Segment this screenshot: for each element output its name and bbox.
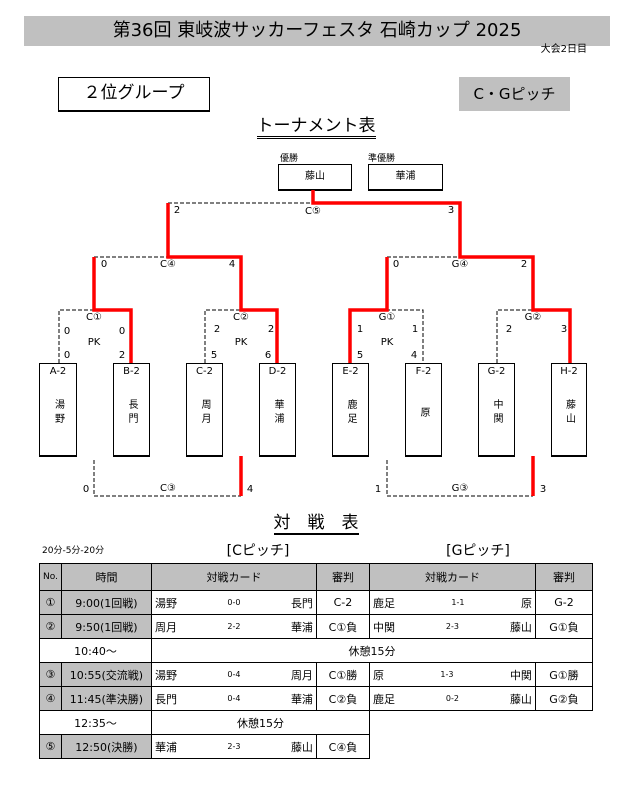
schedule-heading: 対 戦 表: [273, 513, 359, 535]
bracket-heading: トーナメント表: [216, 111, 416, 139]
c2-pk-right: 6: [264, 350, 272, 361]
g4-score-left: 0: [392, 259, 400, 270]
g1-pk: PK: [380, 337, 394, 348]
table-header: No. 時間 対戦カード 審判 対戦カード 審判: [39, 563, 593, 591]
break-row: 10:40～ 休憩15分: [39, 638, 593, 663]
g1-label: G①: [378, 312, 396, 323]
c2-pk: PK: [234, 337, 248, 348]
c4-score-left: 0: [100, 259, 108, 270]
g4-score-right: 2: [520, 259, 528, 270]
g1-pk-left: 5: [356, 350, 364, 361]
c5-score-right: 3: [447, 205, 455, 216]
pitch-label: C・Gピッチ: [459, 77, 570, 111]
g1-winner-path: [348, 257, 389, 363]
c3-score-left: 0: [82, 484, 90, 495]
c3-score-right: 4: [246, 484, 254, 495]
group-label: ２位グループ: [58, 77, 210, 112]
runner-up-label: 準優勝: [368, 154, 396, 164]
champion-box: 藤山: [278, 164, 352, 191]
g3-score-right: 3: [539, 484, 547, 495]
c1-pk-right: 2: [118, 350, 126, 361]
tournament-title: 第36回 東岐波サッカーフェスタ 石崎カップ 2025: [24, 16, 610, 46]
g1-pk-right: 4: [410, 350, 418, 361]
g3-label: G③: [451, 483, 469, 494]
g2-label: G②: [524, 312, 542, 323]
c4-label: C④: [160, 259, 176, 270]
c2-label: C②: [233, 312, 249, 323]
g3-score-left: 1: [374, 484, 382, 495]
c3-line: [93, 460, 241, 497]
runner-up-box: 華浦: [368, 164, 443, 191]
champion-label: 優勝: [280, 154, 299, 164]
break-row: 12:35～ 休憩15分: [39, 710, 593, 735]
pitch-g-heading: [Gピッチ]: [446, 543, 510, 559]
c2-pk-left: 5: [210, 350, 218, 361]
g2-score-right: 3: [560, 324, 568, 335]
c1-label: C①: [86, 312, 102, 323]
c1-pk-left: 0: [63, 350, 71, 361]
pitch-c-heading: [Cピッチ]: [226, 543, 290, 559]
c5-score-left: 2: [173, 205, 181, 216]
g4-label: G④: [451, 259, 469, 270]
c5-label: C⑤: [305, 206, 321, 217]
c1-winner-path: [92, 257, 133, 363]
g1-score-right: 1: [411, 324, 419, 335]
c2-winner-path: [166, 203, 279, 363]
g1-score-left: 1: [356, 324, 364, 335]
g2-score-left: 2: [505, 324, 513, 335]
g3-line: [386, 460, 533, 497]
c1-pk: PK: [87, 337, 101, 348]
c1-score-right: 0: [118, 326, 126, 337]
c2-score-right: 2: [267, 324, 275, 335]
c1-score-left: 0: [63, 326, 71, 337]
match-format: 20分-5分-20分: [42, 546, 105, 556]
c2-score-left: 2: [213, 324, 221, 335]
day-label: 大会2日目: [540, 44, 587, 55]
g2-winner-path: [311, 190, 572, 363]
c4-score-right: 4: [228, 259, 236, 270]
c3-label: C③: [160, 483, 176, 494]
